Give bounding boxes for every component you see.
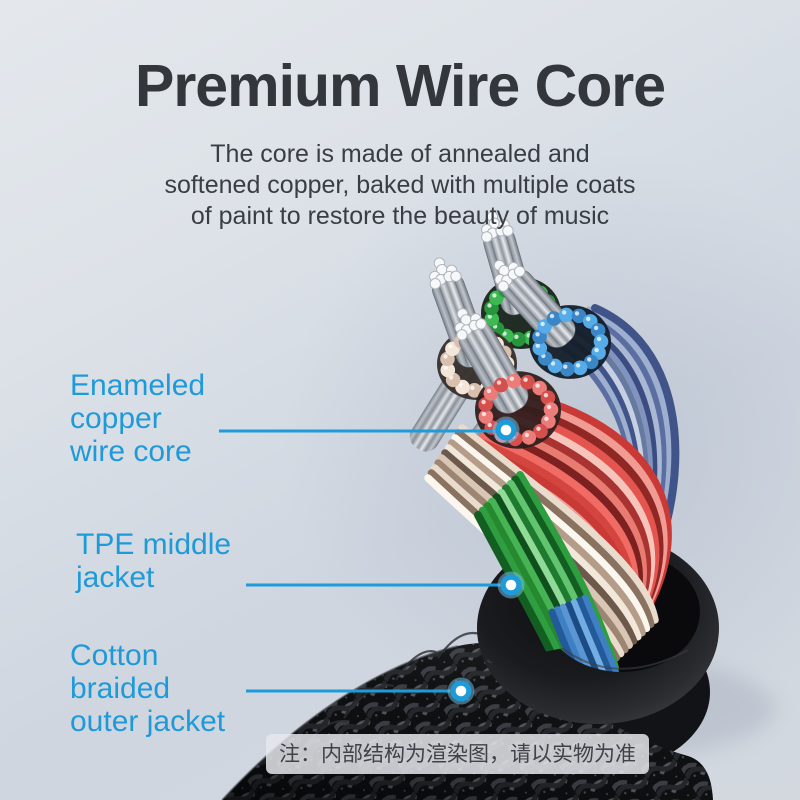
label-line: Cotton — [70, 639, 159, 672]
copper-strand-tip — [513, 265, 526, 278]
enamel-wire-dot-highlight — [536, 426, 541, 431]
wire-strand — [458, 424, 659, 624]
copper-strand-tip — [475, 318, 487, 330]
callout-dot-cotton-braid — [447, 677, 475, 705]
wire-strand — [448, 439, 646, 637]
label-enameled-copper-wire-core: Enameled copper wire core — [70, 369, 205, 468]
enamel-wire-dot-highlight — [487, 422, 492, 428]
copper-strand-tip — [502, 225, 514, 237]
enamel-wire-dot-highlight — [492, 293, 497, 298]
wire-bundles — [429, 210, 611, 449]
silver-core — [493, 259, 576, 348]
wire-strand — [451, 434, 651, 633]
enamel-wire-dot-highlight — [563, 364, 568, 369]
enamel-wire-dot-highlight — [481, 399, 486, 405]
callouts — [219, 416, 525, 705]
enamel-wire-dot-highlight — [543, 393, 549, 398]
label-line: Enameled — [70, 369, 206, 402]
enamel-wire-dot-highlight — [587, 357, 592, 362]
enamel-wire-dot-highlight — [524, 432, 529, 438]
label-line: outer jacket — [70, 705, 226, 738]
bundle-red — [454, 308, 561, 449]
copper-strand-tip — [429, 278, 441, 290]
enamel-wire-dot-highlight — [487, 314, 492, 319]
enamel-wire-dot-highlight — [487, 303, 492, 308]
enamel-wire-dot-highlight — [586, 316, 591, 322]
enamel-wire-dot — [543, 402, 559, 417]
enamel-wire-dot-highlight — [509, 376, 515, 381]
enamel-wire-dot-highlight — [549, 313, 555, 319]
enamel-wire-dot — [593, 334, 609, 349]
label-line: braided — [70, 672, 171, 705]
enamel-wire-dot-highlight — [481, 411, 487, 417]
enamel-wire-dot — [558, 307, 574, 323]
enamel-wire-dot-highlight — [514, 334, 519, 339]
copper-strand-tip — [456, 329, 468, 341]
wire-strand — [454, 429, 655, 628]
enamel-wire-dot — [493, 377, 509, 393]
jacket-front-lip — [477, 618, 719, 724]
enamel-wire-dot-highlight — [486, 388, 492, 394]
subtitle: The core is made of annealed and softene… — [0, 139, 800, 232]
label-line: jacket — [76, 561, 155, 594]
enamel-wire-dot-highlight — [496, 380, 502, 385]
silver-core-strand-line — [519, 274, 572, 333]
enamel-wire-dot — [521, 430, 537, 445]
enamel-wire-dot-highlight — [443, 365, 448, 370]
subtitle-line: softened copper, baked with multiple coa… — [164, 171, 636, 199]
label-cotton-braided-outer-jacket: Cotton braided outer jacket — [70, 639, 225, 738]
silver-core-strand-line — [506, 286, 559, 344]
silver-core-strand-line — [464, 336, 508, 410]
enamel-wire-dot-highlight — [550, 361, 556, 366]
bundle-blue — [493, 259, 611, 379]
page-title: Premium Wire Core — [134, 53, 666, 119]
enamel-wire-dot-highlight — [443, 354, 448, 359]
enamel-wire-dot-highlight — [544, 416, 549, 421]
enamel-wire-dot-highlight — [575, 363, 581, 368]
enamel-wire-dot-highlight — [562, 310, 567, 315]
enamel-wire-dot — [572, 360, 588, 376]
enamel-wire-dot-highlight — [523, 377, 528, 382]
subtitle-line: of paint to restore the beauty of music — [190, 202, 610, 230]
enamel-wire-dot-highlight — [596, 336, 602, 342]
silver-core — [454, 308, 529, 414]
enamel-wire-dot — [560, 361, 575, 377]
callout-dot-tpe-jacket — [497, 571, 525, 599]
enamel-wire-dot-highlight — [594, 347, 599, 353]
disclaimer-note: 注：内部结构为渲染图，请以实物为准 — [266, 734, 649, 774]
enamel-wire-dot — [506, 373, 522, 389]
enamel-wire-dot-highlight — [535, 383, 540, 388]
label-tpe-middle-jacket: TPE middle jacket — [76, 528, 231, 594]
wire-strand — [591, 304, 680, 549]
enamel-wire-dot-highlight — [535, 343, 540, 348]
callout-dot-enameled-core — [492, 416, 520, 444]
copper-strand-tip — [450, 270, 462, 282]
enamel-wire-dot-highlight — [574, 311, 580, 316]
enamel-wire-dot-highlight — [535, 332, 540, 337]
enamel-wire-dot-highlight — [448, 344, 453, 349]
wire-strand — [444, 444, 642, 641]
label-line: copper — [70, 402, 162, 435]
enamel-wire-dot-highlight — [470, 385, 475, 390]
subtitle-line: The core is made of annealed and — [210, 140, 590, 168]
copper-strand-tip — [497, 280, 510, 292]
enamel-wire-dot-highlight — [546, 404, 552, 410]
enamel-wire-dot-highlight — [540, 321, 545, 327]
label-line: TPE middle — [76, 528, 232, 561]
enamel-wire-dot-highlight — [593, 325, 599, 331]
label-line: wire core — [70, 435, 192, 468]
copper-strand-tip — [481, 231, 493, 243]
